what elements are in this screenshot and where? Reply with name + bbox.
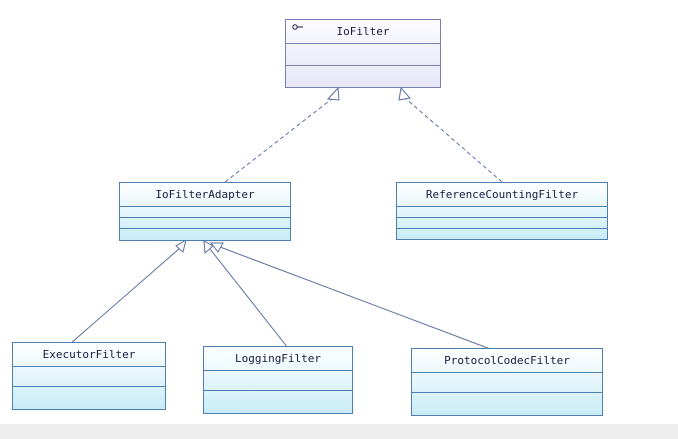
referencecountingfilter-extra-compartment [397, 229, 607, 240]
iofilteradapter-extra-compartment [120, 229, 290, 240]
executorfilter-title: ExecutorFilter [42, 348, 136, 361]
protocolcodecfilter-name-compartment: ProtocolCodecFilter [412, 349, 602, 373]
protocolcodecfilter-title: ProtocolCodecFilter [444, 354, 570, 367]
protocolcodecfilter-class-box[interactable]: ProtocolCodecFilter [411, 348, 603, 416]
generalization-executor-to-adapter [69, 247, 181, 345]
executorfilter-attributes-compartment [13, 367, 165, 387]
iofilter-attributes-compartment [286, 44, 440, 66]
realization-adapter-to-iofilter [224, 97, 334, 183]
generalization-arrowhead-1 [175, 238, 187, 253]
loggingfilter-operations-compartment [204, 391, 352, 402]
iofilteradapter-title: IoFilterAdapter [155, 188, 255, 201]
generalization-arrowhead-2 [203, 240, 214, 255]
realization-refcount-to-iofilter [404, 97, 503, 183]
loggingfilter-name-compartment: LoggingFilter [204, 347, 352, 371]
realization-arrowhead-1 [326, 86, 340, 101]
loggingfilter-class-box[interactable]: LoggingFilter [203, 346, 353, 414]
protocolcodecfilter-operations-compartment [412, 393, 602, 404]
protocolcodecfilter-attributes-compartment [412, 373, 602, 393]
referencecountingfilter-name-compartment: ReferenceCountingFilter [397, 183, 607, 207]
interface-icon [292, 24, 303, 30]
iofilter-name-compartment: IoFilter [286, 20, 440, 44]
referencecountingfilter-title: ReferenceCountingFilter [425, 188, 579, 201]
generalization-arrowhead-3 [209, 242, 224, 253]
realization-arrowhead-2 [398, 86, 411, 101]
iofilter-operations-compartment [286, 66, 440, 77]
iofilteradapter-name-compartment: IoFilterAdapter [120, 183, 290, 207]
generalization-protocol-to-adapter [219, 246, 494, 351]
executorfilter-operations-compartment [13, 387, 165, 398]
loggingfilter-attributes-compartment [204, 371, 352, 391]
executorfilter-class-box[interactable]: ExecutorFilter [12, 342, 166, 410]
referencecountingfilter-operations-compartment [397, 218, 607, 229]
referencecountingfilter-class-box[interactable]: ReferenceCountingFilter [396, 182, 608, 240]
iofilteradapter-attributes-compartment [120, 207, 290, 218]
executorfilter-name-compartment: ExecutorFilter [13, 343, 165, 367]
iofilteradapter-class-box[interactable]: IoFilterAdapter [119, 182, 291, 241]
loggingfilter-title: LoggingFilter [234, 352, 322, 365]
referencecountingfilter-attributes-compartment [397, 207, 607, 218]
generalization-logging-to-adapter [209, 248, 289, 349]
iofilteradapter-operations-compartment [120, 218, 290, 229]
iofilter-interface-box[interactable]: IoFilter [285, 19, 441, 88]
bottom-band [0, 424, 678, 439]
iofilter-title: IoFilter [336, 25, 390, 38]
